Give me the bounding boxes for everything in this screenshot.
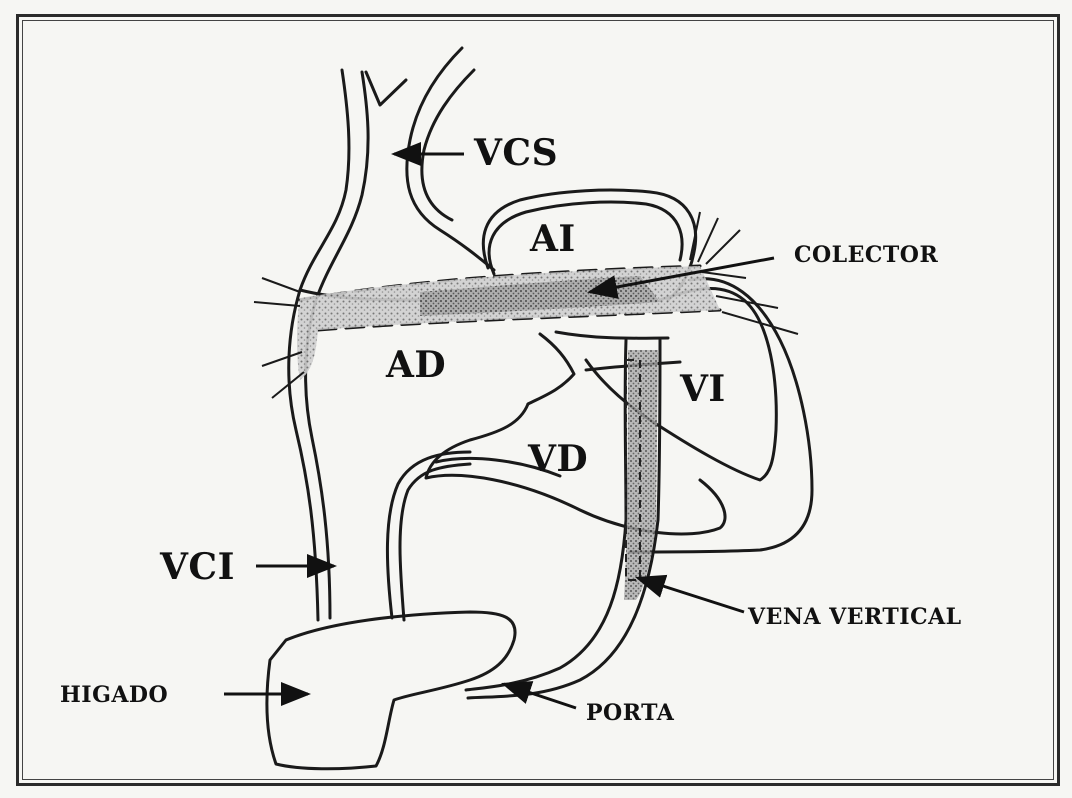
vertical-vein	[466, 340, 626, 690]
label-ai: AI	[530, 218, 576, 260]
liver-outline	[267, 612, 515, 769]
label-higado: HIGADO	[60, 682, 168, 708]
label-vci: VCI	[160, 546, 235, 588]
label-porta: PORTA	[586, 700, 674, 726]
vena-vertical-arrow	[638, 578, 744, 612]
label-vcs: VCS	[474, 132, 558, 174]
vena-cava-outline	[289, 48, 494, 620]
label-vena-vertical: VENA VERTICAL	[748, 604, 962, 630]
label-vd: VD	[528, 438, 588, 480]
label-ad: AD	[386, 344, 446, 386]
label-colector: COLECTOR	[794, 242, 938, 268]
label-vi: VI	[680, 368, 726, 410]
